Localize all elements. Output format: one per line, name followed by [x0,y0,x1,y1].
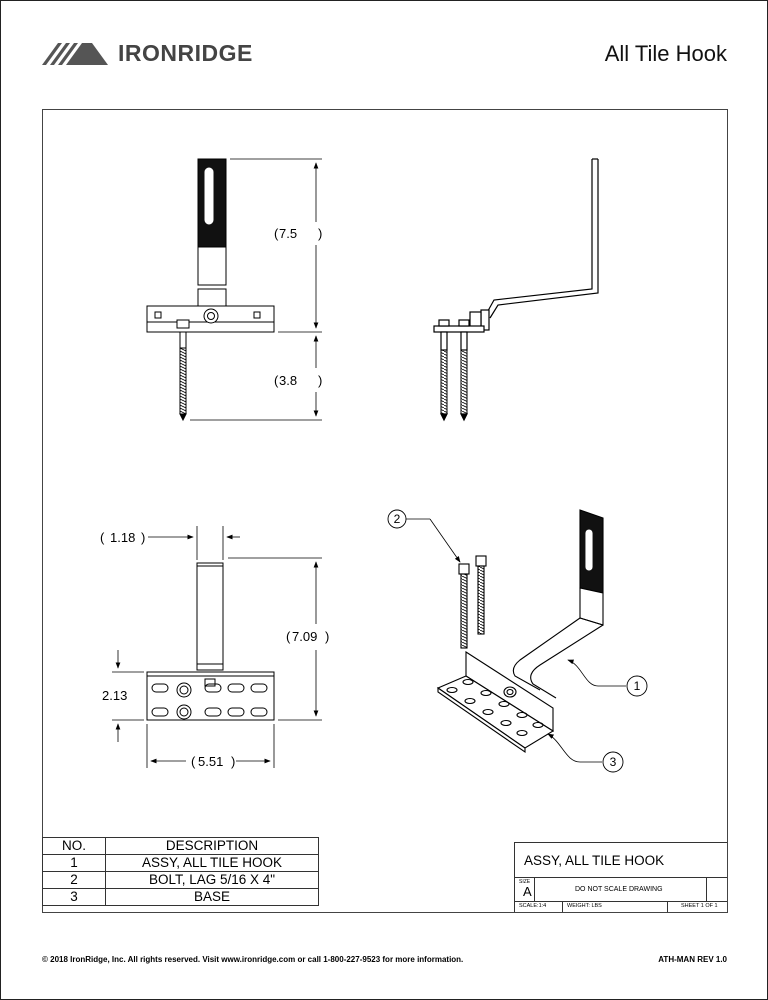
title-block-size-label: SIZE [519,879,531,885]
title-block-name: ASSY, ALL TILE HOOK [524,853,665,868]
dim-paren-close: ) [318,226,322,241]
dim-paren-close: ) [325,629,329,644]
bom-header-row: NO. DESCRIPTION [42,837,319,855]
balloon-1: 1 [626,675,648,697]
title-block-divider [562,901,563,912]
title-block-divider [534,877,535,901]
dim-paren-open: ( [274,373,279,388]
page-title: All Tile Hook [604,41,727,66]
bom-row: 3 BASE [42,888,319,906]
balloon-2: 2 [387,509,407,529]
top-view [146,562,275,721]
dim-label-height-base: 2.13 [102,688,127,703]
bill-of-materials: NO. DESCRIPTION 1 ASSY, ALL TILE HOOK 2 … [42,837,319,906]
footer-copyright: © 2018 IronRidge, Inc. All rights reserv… [42,955,464,964]
dim-label-height-lag: 3.8 [279,373,297,388]
title-block-divider [667,901,668,912]
title-block: ASSY, ALL TILE HOOK SIZE A DO NOT SCALE … [514,842,727,912]
front-view [146,158,275,422]
footer-revision: ATH-MAN REV 1.0 [658,955,727,964]
dim-label-height-arm: 7.09 [292,629,317,644]
title-block-sheet: SHEET 1 OF 1 [681,903,718,909]
bom-row-no: 1 [42,854,106,872]
title-block-note: DO NOT SCALE DRAWING [575,886,663,893]
bom-row: 2 BOLT, LAG 5/16 X 4" [42,871,319,889]
bom-header-description: DESCRIPTION [105,837,319,855]
dimension-height-upper [190,158,322,421]
bom-row-description: BASE [105,888,319,906]
dim-paren-close: ) [318,373,322,388]
dim-paren-close: ) [141,530,145,545]
title-block-divider [515,877,727,878]
mountain-logo-icon [42,43,108,65]
title-block-scale: SCALE:1:4 [519,903,547,909]
side-view [433,158,599,422]
title-block-weight: WEIGHT: LBS [567,903,602,909]
title-block-divider [706,877,707,901]
bom-row: 1 ASSY, ALL TILE HOOK [42,854,319,872]
bom-row-no: 2 [42,871,106,889]
dim-label-width-arm: 1.18 [110,530,135,545]
balloon-2-label: 2 [394,512,401,526]
dimensions-top-view [112,526,322,768]
balloon-leaders [406,518,626,763]
dim-paren-open: ( [286,629,291,644]
balloon-1-label: 1 [634,679,641,693]
title-block-size: A [523,884,532,899]
dim-paren-close: ) [231,754,235,769]
balloon-3-label: 3 [610,755,617,769]
bom-row-description: BOLT, LAG 5/16 X 4" [105,871,319,889]
drawing-frame [42,109,728,913]
brand-name: IRONRIDGE [118,39,253,66]
bom-row-no: 3 [42,888,106,906]
dim-paren-open: ( [191,754,196,769]
balloon-3: 3 [602,751,624,773]
title-block-divider [515,901,727,902]
isometric-view [436,509,604,754]
dim-label-width-base: 5.51 [198,754,223,769]
dim-label-height-upper: 7.5 [279,226,297,241]
ironridge-logo: IRONRIDGE [42,38,253,68]
dim-paren-open: ( [274,226,279,241]
dim-paren-open: ( [100,530,105,545]
bom-row-description: ASSY, ALL TILE HOOK [105,854,319,872]
bom-header-no: NO. [42,837,106,855]
